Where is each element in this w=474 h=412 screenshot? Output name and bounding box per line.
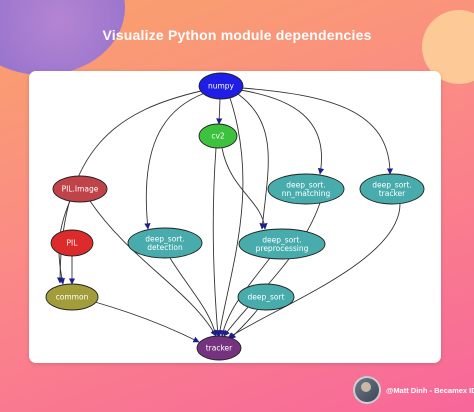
node-label: preprocessing: [256, 244, 309, 253]
node-label: tracker: [206, 344, 233, 353]
node-label: numpy: [208, 82, 235, 91]
node-label: cv2: [211, 132, 225, 141]
edge-deep-sort-to-tracker: [229, 308, 259, 340]
edge-deep-sort-nn-matching-to-tracker: [223, 202, 321, 337]
node-shape: [198, 72, 244, 100]
node-label: deep_sort.: [262, 235, 301, 244]
footer-credit: @Matt Dinh - Becamex IDC: [353, 376, 474, 404]
node-deep-sort-detection[interactable]: deep_sort.detection: [127, 227, 203, 259]
node-label: deep_sort.: [145, 234, 184, 243]
edge-cv2-to-deep-sort-preprocessing: [221, 147, 268, 230]
edge-pil-image-to-tracker: [89, 200, 217, 337]
node-label: PIL.Image: [62, 185, 99, 194]
node-common[interactable]: common: [45, 283, 99, 311]
node-label: detection: [147, 243, 183, 252]
node-shape: [196, 335, 242, 361]
edge-numpy-to-deep-sort-nn-matching: [239, 89, 325, 175]
node-label: deep_sort.: [372, 180, 411, 189]
edge-numpy-to-deep-sort-preprocessing: [237, 93, 269, 230]
node-deep-sort-preprocessing[interactable]: deep_sort.preprocessing: [238, 228, 326, 260]
edge-deep-sort-tracker-to-tracker: [227, 203, 401, 339]
node-label: deep_sort.: [286, 180, 325, 189]
edge-numpy-to-deep-sort-detection: [144, 92, 206, 230]
page-title: Visualize Python module dependencies: [102, 27, 372, 43]
node-label: tracker: [379, 189, 406, 198]
node-shape: [127, 227, 203, 259]
node-shape: [52, 175, 108, 203]
edge-deep-sort-detection-to-tracker: [169, 257, 218, 337]
node-pil[interactable]: PIL: [50, 229, 94, 257]
node-label: common: [56, 293, 89, 302]
node-shape: [237, 283, 295, 311]
node-tracker[interactable]: tracker: [196, 335, 242, 361]
avatar: [353, 376, 381, 404]
node-shape: [359, 173, 425, 205]
node-shape: [238, 228, 326, 260]
node-deep-sort-nn-matching[interactable]: deep_sort.nn_matching: [267, 173, 345, 205]
node-shape: [267, 173, 345, 205]
node-shape: [50, 229, 94, 257]
node-shape: [45, 283, 99, 311]
node-numpy[interactable]: numpy: [198, 72, 244, 100]
edge-common-to-tracker: [94, 301, 200, 343]
nodes: numpycv2PIL.ImagePILdeep_sort.nn_matchin…: [45, 72, 425, 361]
edge-numpy-to-deep-sort-tracker: [241, 87, 394, 175]
node-deep-sort-tracker[interactable]: deep_sort.tracker: [359, 173, 425, 205]
edge-cv2-to-tracker: [212, 147, 221, 337]
node-shape: [198, 123, 238, 149]
edge-numpy-to-cv2: [216, 98, 223, 125]
credit-text: @Matt Dinh - Becamex IDC: [386, 385, 474, 395]
node-deep-sort[interactable]: deep_sort: [237, 283, 295, 311]
node-cv2[interactable]: cv2: [198, 123, 238, 149]
node-pil-image[interactable]: PIL.Image: [52, 175, 108, 203]
edge-numpy-to-tracker: [216, 97, 244, 337]
node-label: PIL: [67, 239, 79, 248]
node-label: deep_sort: [247, 293, 284, 302]
diagram-card: [29, 71, 441, 363]
node-label: nn_matching: [282, 189, 331, 198]
